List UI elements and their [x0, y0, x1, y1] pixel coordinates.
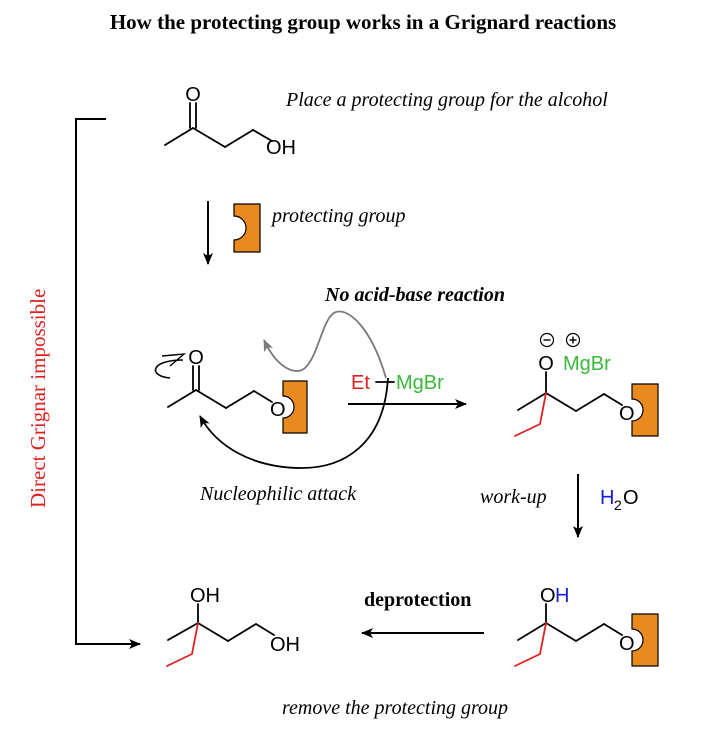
starting-hydroxy-ketone: O OH: [164, 84, 296, 159]
page-title: How the protecting group works in a Grig…: [110, 10, 616, 34]
ethyl-label: Et: [351, 372, 370, 394]
direct-grignard-label: Direct Grignar impossible: [26, 289, 50, 508]
workup-label: work-up: [480, 486, 547, 508]
final-diol: OH OH: [166, 585, 300, 667]
mgbr-label: MgBr: [396, 372, 444, 394]
diol-tertiary-oh: OH: [190, 585, 220, 607]
deprotection-label: deprotection: [364, 589, 471, 611]
tertiary-hydroxyl-o: O: [540, 585, 556, 607]
direct-path-bracket: [75, 118, 141, 649]
carbonyl-oxygen: O: [185, 84, 201, 106]
carbonyl-oxygen-2: O: [188, 347, 204, 369]
protecting-group-icon: [233, 203, 261, 253]
mgbr-counterion: MgBr: [563, 353, 611, 375]
protected-oxygen-4: O: [619, 633, 635, 655]
water-reagent: H 2 O: [600, 487, 639, 513]
hydroxyl-group: OH: [266, 137, 296, 159]
positive-charge-icon: [565, 332, 581, 348]
alkoxide-oxygen: O: [538, 353, 554, 375]
no-acid-base-label: No acid-base reaction: [324, 284, 505, 306]
svg-text:2: 2: [614, 497, 622, 513]
protected-oxygen-3: O: [619, 403, 635, 425]
diol-primary-oh: OH: [270, 634, 300, 656]
nucleophilic-attack-label: Nucleophilic attack: [199, 483, 357, 505]
acid-base-curved-arrow: [263, 310, 387, 379]
place-pg-caption: Place a protecting group for the alcohol: [285, 89, 608, 111]
protecting-group-block-1: [282, 380, 308, 434]
protecting-group-block-2: [631, 383, 659, 437]
negative-charge-icon: [539, 332, 555, 348]
remove-pg-caption: remove the protecting group: [282, 697, 508, 719]
protected-ketone: O O: [167, 347, 308, 434]
svg-text:O: O: [623, 487, 639, 509]
grignard-reagent: Et MgBr: [351, 372, 444, 394]
protecting-group-block-3: [631, 613, 659, 667]
protected-tertiary-alcohol: O H O: [514, 585, 659, 667]
protecting-group-label: protecting group: [270, 205, 406, 227]
alkoxide-intermediate: O MgBr O: [514, 332, 659, 437]
svg-text:H: H: [600, 487, 614, 509]
rotation-curl-arrow: [154, 359, 184, 379]
protected-oxygen: O: [270, 399, 286, 421]
nucleophilic-curved-arrow: [199, 377, 389, 469]
tertiary-hydroxyl-h: H: [555, 585, 569, 607]
